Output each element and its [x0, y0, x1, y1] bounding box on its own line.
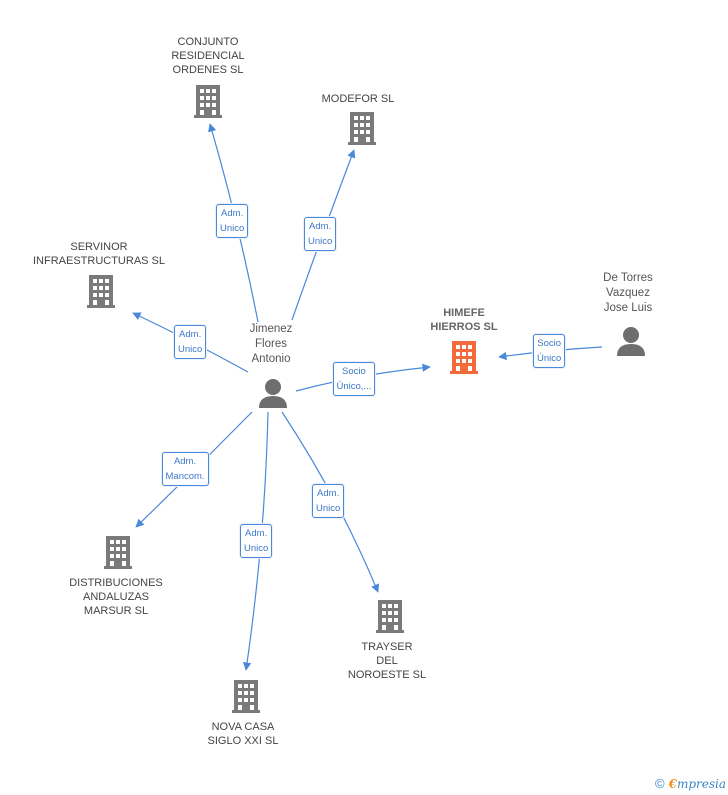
edge-label-trayser: Adm. Unico: [312, 484, 345, 518]
brand-footer: ©€mpresia: [655, 776, 726, 791]
edge-label-servinor: Adm. Unico: [174, 325, 207, 359]
node-label-servinor[interactable]: SERVINOR INFRAESTRUCTURAS SL: [32, 241, 166, 267]
person-icon: [617, 327, 645, 356]
edge-label-modefor: Adm. Unico: [304, 217, 337, 251]
node-label-conjunto[interactable]: CONJUNTO RESIDENCIAL ORDENES SL: [171, 36, 245, 76]
building-icon: [104, 536, 132, 569]
edge-label-conjunto: Adm. Unico: [216, 204, 249, 238]
building-icon: [194, 85, 222, 118]
building-icon-main: [450, 341, 478, 374]
node-label-nova-casa[interactable]: NOVA CASA SIGLO XXI SL: [207, 721, 279, 747]
person-icon: [259, 379, 287, 408]
edge-label-distribuciones: Adm. Mancom.: [161, 452, 209, 486]
building-icon: [348, 112, 376, 145]
copyright-symbol: ©: [654, 776, 665, 791]
building-icon: [232, 680, 260, 713]
building-icon: [87, 275, 115, 308]
brand-logo: €mpresia: [668, 777, 726, 791]
building-icon: [376, 600, 404, 633]
edge-label-nova-casa: Adm. Unico: [240, 524, 273, 558]
edge-label-himefe: Socio Único,...: [332, 362, 376, 396]
node-label-de-torres[interactable]: De Torres Vazquez Jose Luis: [603, 272, 653, 314]
node-label-distribuciones[interactable]: DISTRIBUCIONES ANDALUZAS MARSUR SL: [69, 577, 163, 617]
node-label-jimenez[interactable]: Jimenez Flores Antonio: [249, 323, 293, 365]
node-label-trayser[interactable]: TRAYSER DEL NOROESTE SL: [347, 641, 427, 681]
node-label-modefor[interactable]: MODEFOR SL: [321, 93, 395, 105]
node-label-himefe[interactable]: HIMEFE HIERROS SL: [430, 307, 498, 333]
edge-label-de-torres: Socio Único: [533, 334, 566, 368]
